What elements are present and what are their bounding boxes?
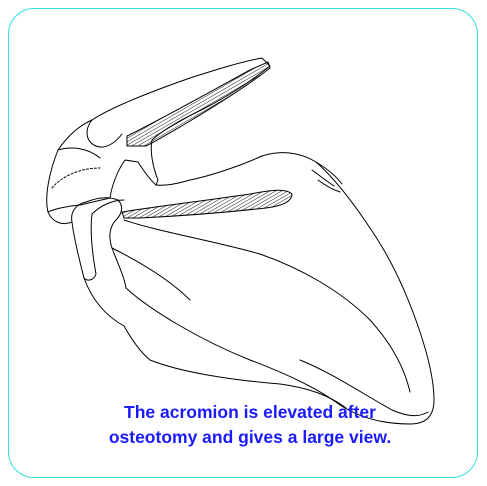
glenoid-outline [48, 200, 124, 280]
spine-osteotomy-surface [122, 190, 292, 218]
acromion-osteotomy-surface [127, 62, 270, 146]
caption-line-2: osteotomy and gives a large view. [40, 425, 460, 450]
figure-caption: The acromion is elevated after osteotomy… [40, 400, 460, 450]
caption-line-1: The acromion is elevated after [40, 400, 460, 425]
